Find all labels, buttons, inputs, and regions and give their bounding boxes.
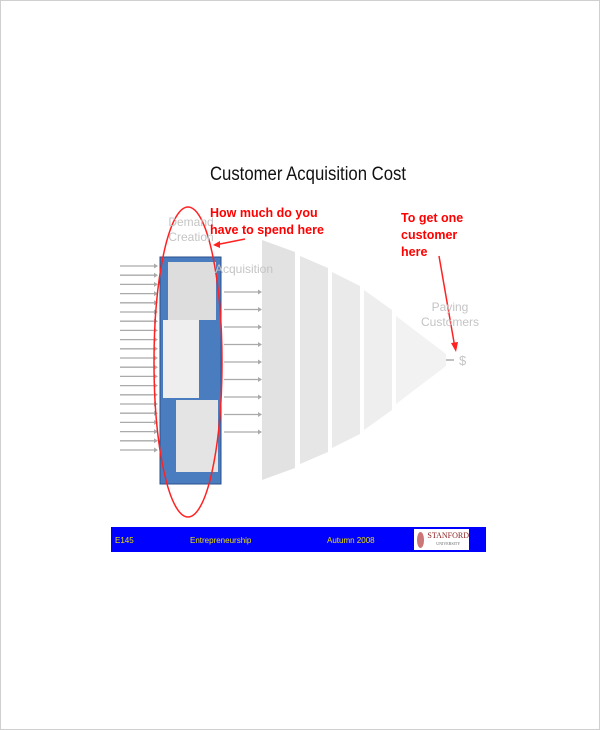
arrowhead — [258, 429, 262, 435]
funnel-segment — [262, 240, 295, 480]
funnel-segment — [396, 316, 446, 404]
arrowhead — [154, 438, 158, 444]
arrowhead — [258, 412, 262, 417]
arrowhead — [154, 373, 158, 379]
label-demand-creation: Demand Creation — [168, 215, 214, 244]
arrowhead — [154, 429, 158, 435]
arrowhead — [154, 291, 158, 297]
label-dollar: $ — [459, 353, 467, 368]
annotation-left: How much do you have to spend here — [210, 206, 324, 237]
arrowhead — [258, 289, 262, 295]
label-acquisition: Acquisition — [215, 262, 274, 276]
panel-image-1 — [168, 262, 216, 320]
footer-term: Autumn 2008 — [327, 536, 375, 545]
funnel-segment — [364, 290, 392, 430]
arrowhead — [258, 394, 262, 400]
arrowhead — [258, 377, 262, 382]
arrowhead — [258, 342, 262, 347]
arrowhead — [154, 447, 158, 453]
arrowhead — [258, 307, 262, 312]
arrowhead — [154, 355, 158, 361]
arrowhead — [154, 272, 158, 278]
acquisition-arrows — [224, 289, 262, 435]
footer-course: E145 — [115, 536, 134, 545]
stanford-seal-icon — [417, 531, 425, 548]
arrowhead — [154, 263, 158, 269]
panel-image-2 — [163, 320, 199, 398]
footer-subject: Entrepreneurship — [190, 536, 252, 545]
panel-image-3 — [176, 400, 218, 472]
slide-title: Customer Acquisition Cost — [209, 164, 407, 185]
slide-footer: E145 Entrepreneurship Autumn 2008 STANFO… — [111, 527, 486, 552]
arrowhead — [154, 281, 158, 287]
annotation-right: To get one customer here — [401, 211, 464, 259]
incoming-arrows — [120, 263, 158, 453]
arrowhead — [154, 346, 158, 352]
funnel-segment — [332, 272, 360, 448]
funnel-segment — [300, 256, 328, 464]
arrowhead — [258, 324, 262, 330]
funnel-segments — [262, 240, 446, 480]
arrowhead — [154, 364, 158, 370]
arrowhead — [258, 359, 262, 365]
highlight-ellipse — [153, 206, 223, 518]
label-paying-customers: Paying Customers — [420, 300, 479, 329]
right-annotation-arrow — [438, 255, 456, 349]
